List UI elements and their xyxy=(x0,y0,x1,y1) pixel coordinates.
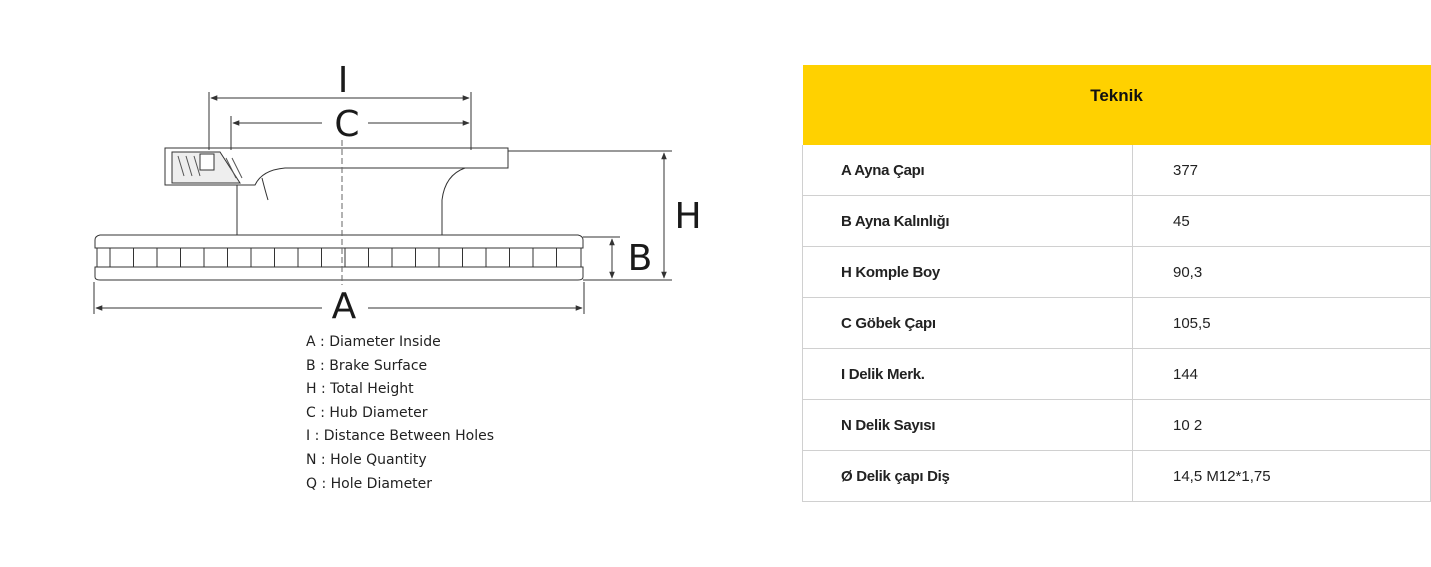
row-value: 377 xyxy=(1132,145,1431,196)
row-label: N Delik Sayısı xyxy=(802,399,1133,451)
table-row: A Ayna Çapı 377 xyxy=(802,145,1431,196)
hub-wall-right xyxy=(441,167,466,235)
dimension-legend: A : Diameter Inside B : Brake Surface H … xyxy=(306,332,494,497)
row-label: H Komple Boy xyxy=(802,246,1133,298)
row-label: I Delik Merk. xyxy=(802,348,1133,400)
row-value: 144 xyxy=(1132,348,1431,400)
dim-label-i: I xyxy=(338,60,349,101)
table-row: I Delik Merk. 144 xyxy=(802,348,1431,400)
row-value: 105,5 xyxy=(1132,297,1431,349)
table-row: H Komple Boy 90,3 xyxy=(802,246,1431,298)
row-value: 45 xyxy=(1132,195,1431,247)
table-row: Ø Delik çapı Diş 14,5 M12*1,75 xyxy=(802,450,1431,502)
table-row: B Ayna Kalınlığı 45 xyxy=(802,195,1431,247)
legend-item: N : Hole Quantity xyxy=(306,451,427,468)
legend-item: I : Distance Between Holes xyxy=(306,428,495,445)
row-value: 90,3 xyxy=(1132,246,1431,298)
legend-item: C : Hub Diameter xyxy=(306,404,428,421)
hub-wall-left xyxy=(236,177,269,235)
row-label: B Ayna Kalınlığı xyxy=(802,195,1133,247)
spec-table: Teknik A Ayna Çapı 377 B Ayna Kalınlığı … xyxy=(802,65,1431,502)
table-row: N Delik Sayısı 10 2 xyxy=(802,399,1431,451)
legend-item: Q : Hole Diameter xyxy=(306,475,433,492)
row-label: A Ayna Çapı xyxy=(802,145,1133,196)
dim-label-h: H xyxy=(674,196,701,237)
dim-label-b: B xyxy=(628,238,653,279)
row-value: 14,5 M12*1,75 xyxy=(1132,450,1431,502)
dim-label-a: A xyxy=(332,286,357,327)
hub-flange xyxy=(164,147,509,186)
table-header: Teknik xyxy=(802,65,1431,145)
brake-disc-diagram: I C H B A xyxy=(93,60,702,327)
legend-item: A : Diameter Inside xyxy=(306,334,441,350)
rotor-top-plate xyxy=(94,234,584,249)
legend-item: H : Total Height xyxy=(306,381,414,398)
row-label: Ø Delik çapı Diş xyxy=(802,450,1133,502)
row-value: 10 2 xyxy=(1132,399,1431,451)
row-label: C Göbek Çapı xyxy=(802,297,1133,349)
dim-label-c: C xyxy=(334,104,359,145)
rotor-bottom-plate xyxy=(94,266,584,281)
table-row: C Göbek Çapı 105,5 xyxy=(802,297,1431,349)
legend-item: B : Brake Surface xyxy=(306,357,428,374)
